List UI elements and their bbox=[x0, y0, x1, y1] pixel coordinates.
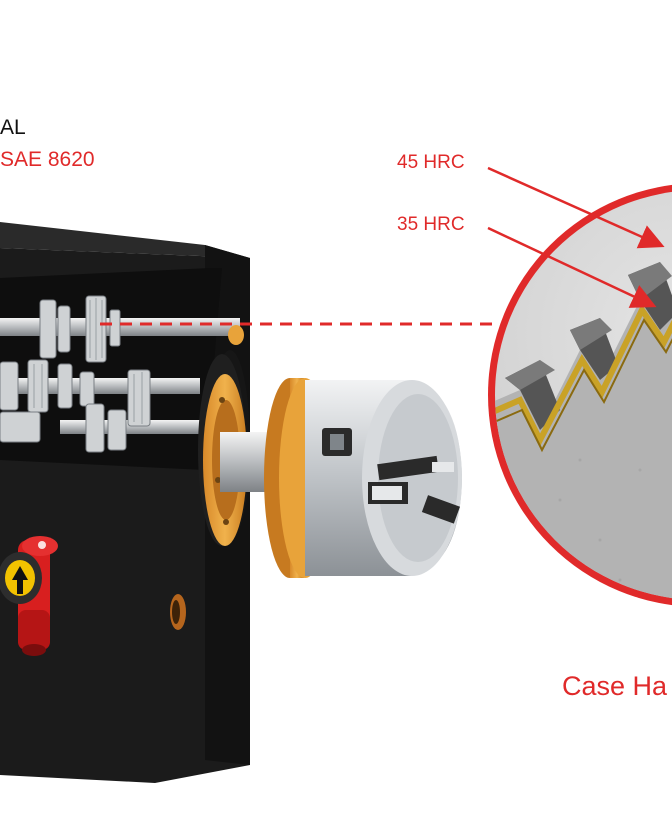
hardness-45-label: 45 HRC bbox=[397, 152, 465, 173]
steel-grade-label: SAE 8620 bbox=[0, 148, 95, 171]
shift-handle bbox=[0, 536, 58, 656]
three-jaw-chuck bbox=[264, 378, 462, 578]
hardness-45-arrow bbox=[487, 166, 665, 249]
hardness-35-arrow bbox=[487, 226, 657, 308]
hardness-35-label: 35 HRC bbox=[397, 214, 465, 235]
magnified-view bbox=[488, 184, 672, 606]
material-label: AL bbox=[0, 116, 26, 139]
gear-train bbox=[0, 295, 240, 453]
case-hardening-caption: Case Ha bbox=[562, 671, 668, 701]
up-arrow-icon bbox=[12, 566, 28, 594]
